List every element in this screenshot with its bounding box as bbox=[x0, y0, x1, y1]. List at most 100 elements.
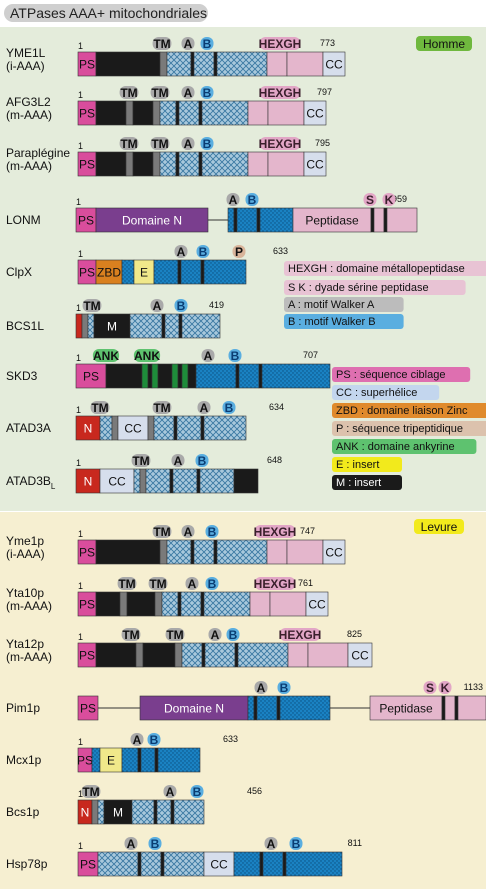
domain-label: CC bbox=[306, 158, 324, 172]
protein-name: Yta10p bbox=[6, 586, 44, 600]
domain-label: CC bbox=[108, 475, 126, 489]
legend-swatch bbox=[332, 403, 486, 418]
domain-hatched bbox=[145, 468, 171, 494]
start-position: 1 bbox=[78, 841, 83, 851]
motif-badge bbox=[185, 577, 199, 590]
motif-badge bbox=[181, 37, 195, 50]
domain-black bbox=[95, 100, 127, 126]
domain-hatched bbox=[159, 151, 177, 177]
domain-black bbox=[95, 642, 137, 668]
domain-blue bbox=[247, 695, 255, 721]
domain-tm bbox=[159, 539, 168, 565]
legend-swatch bbox=[332, 385, 440, 400]
legend-text: B : motif Walker B bbox=[288, 316, 376, 328]
domain-pink bbox=[386, 207, 418, 233]
domain-label: PS bbox=[78, 214, 94, 228]
domain-tm bbox=[91, 799, 99, 825]
domain-purple bbox=[139, 695, 249, 721]
motif-label: TM bbox=[153, 525, 170, 539]
domain-blackbar bbox=[233, 207, 238, 233]
legend-swatch bbox=[284, 261, 486, 276]
domain-blue bbox=[285, 851, 343, 877]
domain-blackbar bbox=[200, 591, 205, 617]
domain-blue bbox=[91, 747, 101, 773]
domain-label: PS bbox=[79, 158, 95, 172]
motif-badge bbox=[277, 681, 291, 694]
motif-label: TM bbox=[149, 577, 166, 591]
domain-tm bbox=[147, 415, 155, 441]
motif-label: HEXGH bbox=[259, 37, 302, 51]
domain-green bbox=[151, 363, 159, 389]
domain-blue bbox=[121, 747, 139, 773]
motif-badge bbox=[148, 577, 168, 590]
length-aa: 797 bbox=[317, 87, 332, 97]
motif-label: A bbox=[153, 299, 162, 313]
domain-blue bbox=[279, 695, 331, 721]
domain-hatched bbox=[237, 642, 289, 668]
protein-name: Hsp78p bbox=[6, 857, 48, 871]
motif-badge bbox=[130, 733, 144, 746]
start-position: 1 bbox=[78, 737, 83, 747]
domain-pink bbox=[267, 151, 305, 177]
domain-hatched bbox=[161, 591, 179, 617]
length-aa: 795 bbox=[315, 138, 330, 148]
domain-hatched bbox=[172, 468, 198, 494]
domain-hatched bbox=[193, 51, 215, 77]
domain-tm bbox=[152, 151, 161, 177]
motif-badge bbox=[289, 837, 303, 850]
protein-name: SKD3 bbox=[6, 369, 38, 383]
protein-name: (m-AAA) bbox=[6, 599, 52, 613]
domain-cc bbox=[303, 151, 327, 177]
legend-text: PS : séquence ciblage bbox=[336, 369, 445, 381]
domain-blackbar bbox=[170, 799, 175, 825]
domain-black bbox=[95, 151, 127, 177]
domain-black bbox=[105, 363, 143, 389]
motif-badge bbox=[205, 577, 219, 590]
domain-blackbar bbox=[169, 468, 174, 494]
domain-cc bbox=[203, 851, 235, 877]
section-badge bbox=[414, 519, 464, 534]
length-aa: 747 bbox=[300, 526, 315, 536]
legend-text: CC : superhélice bbox=[336, 387, 417, 399]
motif-label: TM bbox=[83, 299, 100, 313]
domain-black bbox=[142, 642, 176, 668]
legend-swatch bbox=[332, 367, 471, 382]
domain-blackbar bbox=[256, 207, 261, 233]
legend-swatch bbox=[284, 280, 466, 295]
domain-hatched bbox=[131, 799, 155, 825]
start-position: 1 bbox=[76, 353, 81, 363]
motif-label: B bbox=[225, 401, 234, 415]
motif-badge bbox=[82, 299, 102, 312]
domain-black bbox=[177, 363, 183, 389]
motif-label: A bbox=[229, 193, 238, 207]
motif-badge bbox=[197, 401, 211, 414]
domain-blackbar bbox=[190, 539, 195, 565]
motif-label: HEXGH bbox=[254, 525, 297, 539]
domain-blue bbox=[121, 259, 135, 285]
motif-badge bbox=[208, 628, 222, 641]
domain-blackbar bbox=[137, 747, 142, 773]
domain-hatched bbox=[180, 591, 202, 617]
protein-name: (m-AAA) bbox=[6, 159, 52, 173]
domain-blue bbox=[261, 363, 331, 389]
motif-label: TM bbox=[151, 137, 168, 151]
domain-hatched bbox=[216, 539, 268, 565]
domain-blackbar bbox=[161, 313, 166, 339]
motif-badge bbox=[119, 137, 139, 150]
domain-label: CC bbox=[124, 422, 142, 436]
start-position: 1 bbox=[78, 632, 83, 642]
domain-tm bbox=[125, 151, 134, 177]
motif-badge bbox=[181, 86, 195, 99]
domain-blackbar bbox=[190, 51, 195, 77]
domain-blackbar bbox=[175, 151, 180, 177]
start-position: 1 bbox=[78, 90, 83, 100]
motif-badge bbox=[131, 454, 151, 467]
motif-badge bbox=[148, 837, 162, 850]
domain-blackbar bbox=[153, 799, 158, 825]
